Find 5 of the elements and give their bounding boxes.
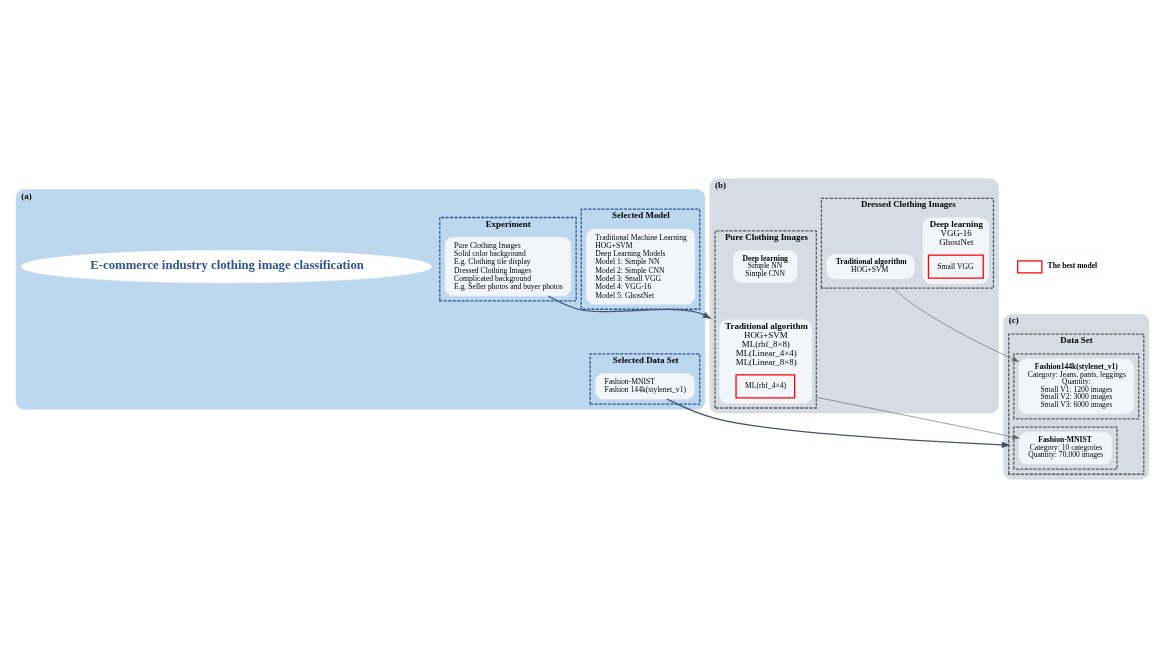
arrow: [547, 294, 712, 319]
node-ellipse: E-commerce industry clothing image classification: [20, 249, 432, 283]
arrow: [666, 397, 1011, 448]
arrow: [816, 396, 1020, 439]
arrow: [892, 287, 1020, 362]
